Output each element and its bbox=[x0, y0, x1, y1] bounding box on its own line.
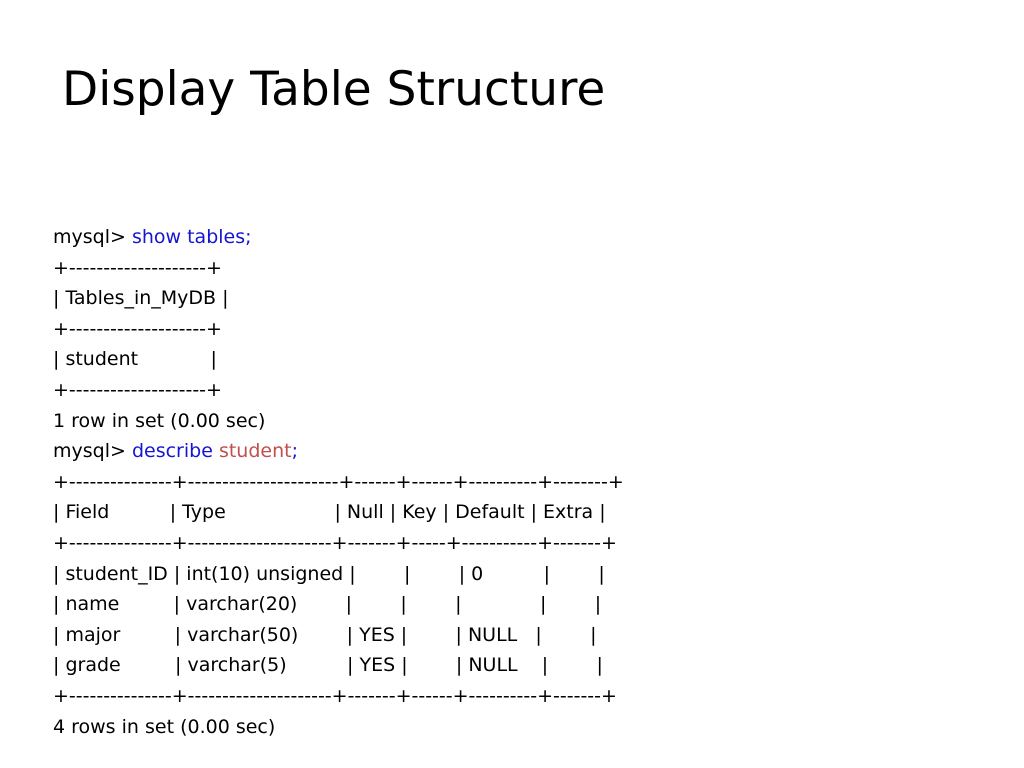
describe-result-summary: 4 rows in set (0.00 sec) bbox=[53, 715, 276, 738]
tables-header: | Tables_in_MyDB | bbox=[53, 287, 229, 310]
mysql-session: mysql> show tables; +-------------------… bbox=[53, 222, 624, 742]
describe-row-major: | major | varchar(50) | YES | | NULL | | bbox=[53, 623, 597, 646]
describe-table-name: student bbox=[218, 440, 292, 463]
slide-title: Display Table Structure bbox=[62, 62, 606, 117]
tables-border-bottom: +--------------------+ bbox=[53, 378, 222, 401]
describe-row-name: | name | varchar(20) | | | | | bbox=[53, 593, 602, 616]
tables-border-mid: +--------------------+ bbox=[53, 317, 222, 340]
tables-border-top: +--------------------+ bbox=[53, 256, 222, 279]
describe-terminator: ; bbox=[291, 440, 298, 463]
describe-border-top: +---------------+----------------------+… bbox=[53, 470, 624, 493]
tables-result-summary: 1 row in set (0.00 sec) bbox=[53, 409, 266, 432]
show-tables-command: show tables; bbox=[131, 226, 252, 248]
describe-command-line: mysql> describe student; bbox=[53, 436, 624, 467]
describe-header: | Field | Type | Null | Key | Default | … bbox=[53, 501, 606, 524]
mysql-prompt: mysql> bbox=[53, 226, 132, 248]
describe-border-bottom: +---------------+---------------------+-… bbox=[53, 684, 617, 707]
describe-row-grade: | grade | varchar(5) | YES | | NULL | | bbox=[53, 654, 603, 677]
describe-keyword: describe bbox=[131, 440, 213, 463]
show-tables-command-line: mysql> show tables; bbox=[53, 222, 624, 253]
describe-border-mid: +---------------+---------------------+-… bbox=[53, 531, 617, 554]
tables-row: | student | bbox=[53, 348, 217, 371]
mysql-prompt: mysql> bbox=[53, 440, 132, 463]
describe-row-student-id: | student_ID | int(10) unsigned | | | 0 … bbox=[53, 562, 605, 585]
